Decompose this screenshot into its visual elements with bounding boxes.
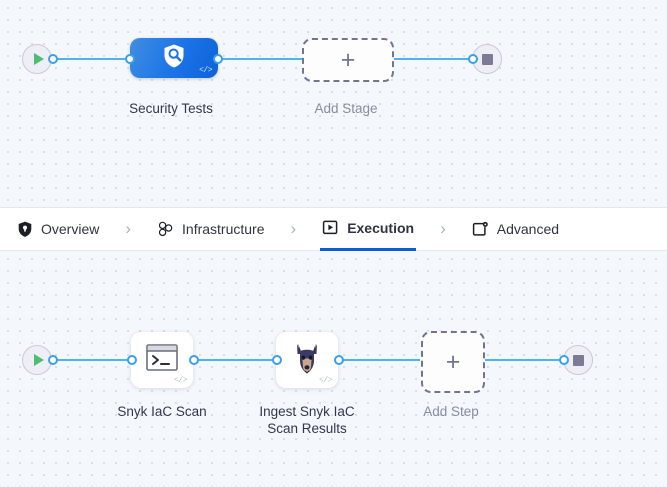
pipeline-start-node[interactable] bbox=[22, 44, 52, 74]
shield-search-icon bbox=[162, 43, 186, 74]
port-stage-out[interactable] bbox=[213, 54, 223, 64]
step-node-label-line2: Scan Results bbox=[267, 421, 347, 436]
stage-node-label: Security Tests bbox=[129, 101, 213, 116]
plus-icon: + bbox=[340, 45, 356, 74]
stop-icon bbox=[572, 354, 584, 366]
play-icon bbox=[33, 354, 44, 366]
edge-stage-to-addstage bbox=[212, 58, 304, 60]
terminal-icon bbox=[146, 344, 178, 376]
stage-canvas[interactable]: </> Security Tests + Add Stage bbox=[0, 0, 667, 207]
play-icon bbox=[33, 53, 44, 65]
edge-addstage-to-end bbox=[388, 58, 478, 60]
edge-start-to-step1 bbox=[48, 359, 130, 361]
step-node-snyk-iac-scan[interactable]: </> bbox=[131, 332, 193, 388]
tab-separator-1: › bbox=[125, 219, 132, 238]
code-badge: </> bbox=[319, 376, 332, 385]
tab-infrastructure-label: Infrastructure bbox=[182, 221, 265, 237]
tab-overview-label: Overview bbox=[41, 221, 100, 237]
plus-icon: + bbox=[445, 347, 461, 376]
tab-execution-label: Execution bbox=[347, 219, 415, 236]
tab-advanced-label: Advanced bbox=[496, 221, 560, 237]
code-badge: </> bbox=[174, 376, 187, 385]
port-step-start-out[interactable] bbox=[48, 355, 58, 365]
port-step1-in[interactable] bbox=[127, 355, 137, 365]
step-node-label: Snyk IaC Scan bbox=[117, 404, 207, 419]
port-stage-in[interactable] bbox=[125, 54, 135, 64]
edge-addstep-to-end bbox=[483, 359, 570, 361]
step-node-label-line1: Ingest Snyk IaC bbox=[259, 404, 355, 419]
add-stage-label: Add Stage bbox=[314, 101, 378, 116]
gear-box-icon bbox=[472, 221, 489, 238]
shield-icon bbox=[16, 221, 33, 238]
section-tabbar: Overview › Infrastructure › Execution bbox=[0, 207, 667, 251]
edge-step1-to-step2 bbox=[195, 359, 279, 361]
snyk-dog-icon bbox=[292, 342, 322, 379]
port-step-end-in[interactable] bbox=[559, 355, 569, 365]
stage-node-security-tests[interactable]: </> bbox=[130, 38, 218, 78]
add-step-label: Add Step bbox=[423, 404, 479, 419]
port-step2-in[interactable] bbox=[272, 355, 282, 365]
edge-start-to-stage bbox=[48, 58, 138, 60]
port-step2-out[interactable] bbox=[334, 355, 344, 365]
port-end-in[interactable] bbox=[468, 54, 478, 64]
port-start-out[interactable] bbox=[48, 54, 58, 64]
tab-advanced[interactable]: Advanced bbox=[470, 208, 561, 251]
code-badge: </> bbox=[199, 66, 212, 75]
port-step1-out[interactable] bbox=[189, 355, 199, 365]
add-step-button[interactable]: + bbox=[421, 331, 485, 393]
tab-overview[interactable]: Overview bbox=[14, 208, 101, 251]
tab-execution[interactable]: Execution bbox=[320, 208, 417, 251]
tab-separator-2: › bbox=[290, 219, 297, 238]
nodes-cluster-icon bbox=[157, 221, 174, 238]
step-end-node[interactable] bbox=[563, 345, 593, 375]
edge-step2-to-addstep bbox=[340, 359, 420, 361]
step-canvas[interactable]: </> Snyk IaC Scan </> bbox=[0, 251, 667, 487]
stop-icon bbox=[481, 53, 493, 65]
play-box-icon bbox=[322, 219, 339, 236]
step-node-label: Ingest Snyk IaC Scan Results bbox=[212, 403, 402, 437]
tab-infrastructure[interactable]: Infrastructure bbox=[155, 208, 266, 251]
step-node-ingest-snyk-results[interactable]: </> bbox=[276, 332, 338, 388]
add-stage-button[interactable]: + bbox=[302, 38, 394, 82]
tab-separator-3: › bbox=[440, 219, 446, 238]
